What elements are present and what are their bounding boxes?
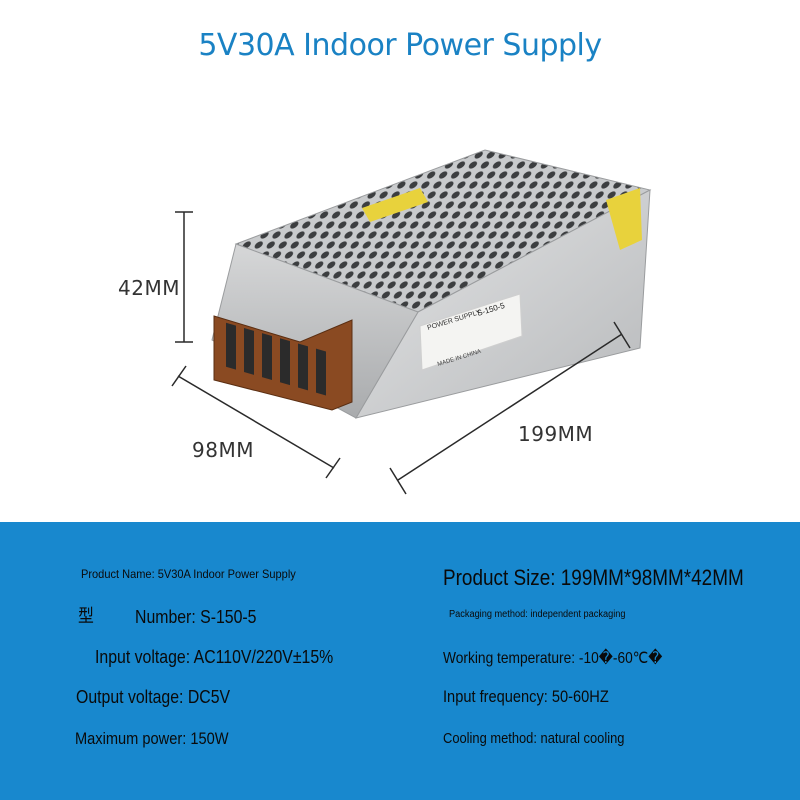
model-char: 型 (78, 606, 94, 626)
spec-label (419, 293, 523, 371)
input-frequency: Input frequency: 50-60HZ (443, 687, 609, 706)
power-supply-image: POWER SUPPLY S-150-5 MADE IN CHINA (171, 149, 652, 495)
output-voltage: Output voltage: DC5V (76, 687, 231, 707)
spec-panel: Product Name: 5V30A Indoor Power Supply … (0, 522, 800, 800)
front-face (211, 243, 419, 419)
working-temperature: Working temperature: -10�-60℃� (443, 650, 663, 667)
product-illustration: POWER SUPPLY S-150-5 MADE IN CHINA 42MM … (0, 80, 800, 520)
page-title: 5V30A Indoor Power Supply (198, 28, 602, 63)
packaging-method: Packaging method: independent packaging (449, 609, 626, 620)
depth-dimension-label: 98MM (192, 438, 254, 462)
height-dimension-label: 42MM (118, 276, 180, 300)
dimension-lines (171, 211, 631, 495)
cooling-method: Cooling method: natural cooling (443, 730, 625, 747)
product-size: Product Size: 199MM*98MM*42MM (443, 565, 744, 590)
product-name: Product Name: 5V30A Indoor Power Supply (81, 567, 296, 581)
input-voltage: Input voltage: AC110V/220V±15% (95, 647, 334, 667)
model-number: Number: S-150-5 (135, 607, 257, 627)
length-dimension-label: 199MM (518, 422, 594, 446)
maximum-power: Maximum power: 150W (75, 729, 229, 748)
